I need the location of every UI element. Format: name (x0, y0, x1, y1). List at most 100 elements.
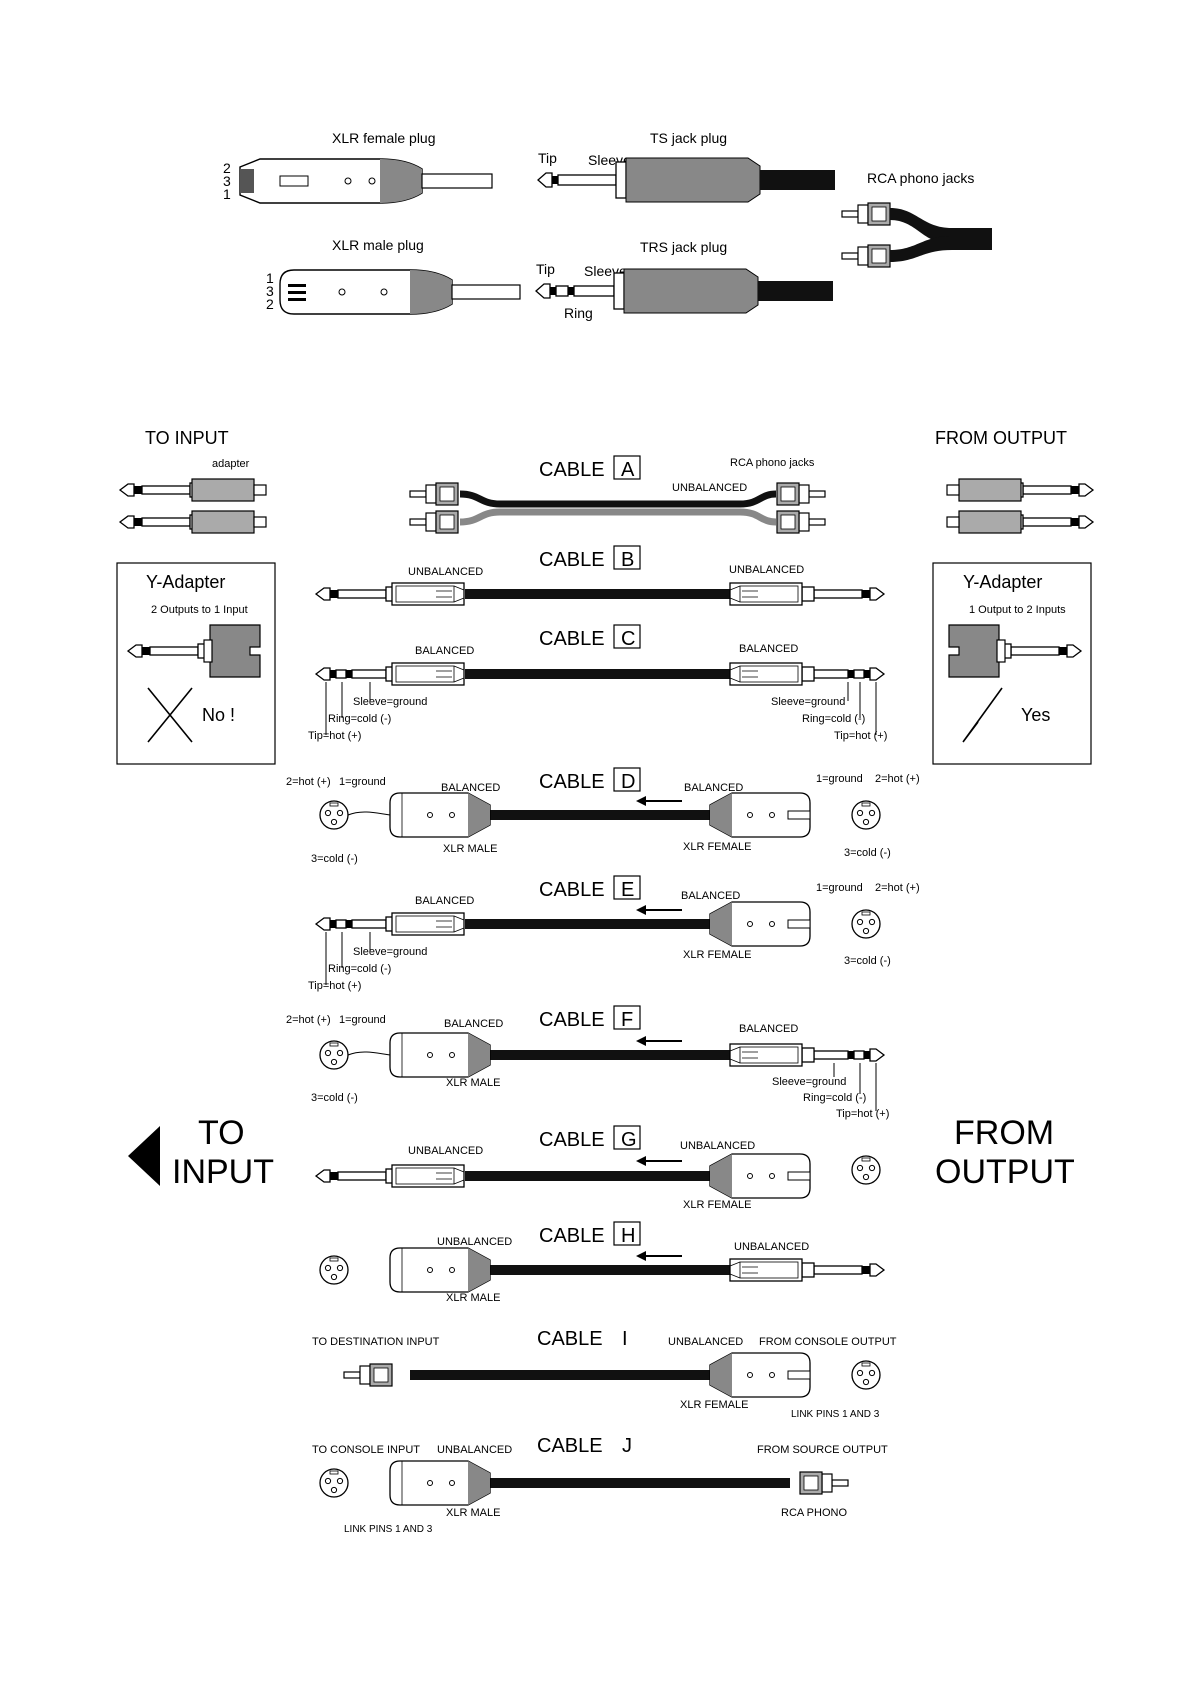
cable-f: CABLE F BALANCED BALANCED 2=hot (+) 1=gr… (286, 1005, 889, 1120)
cable-e-hot: 2=hot (+) (875, 882, 920, 894)
cable-f-male-label: XLR MALE (446, 1077, 500, 1089)
cable-d-right-label: BALANCED (684, 782, 743, 794)
check-mark-icon (962, 687, 1003, 743)
cable-j-title: CABLE (537, 1435, 603, 1457)
cable-c-left-sleeve: Sleeve=ground (353, 696, 427, 708)
cable-f-sleeve: Sleeve=ground (772, 1076, 846, 1088)
cable-h-left-label: UNBALANCED (437, 1236, 512, 1248)
cable-d-left-hot: 2=hot (+) (286, 776, 331, 788)
cable-h-letter: H (621, 1225, 635, 1247)
big-input-label: INPUT (172, 1153, 274, 1191)
cable-c-right-label: BALANCED (739, 643, 798, 655)
cable-i: CABLE I TO DESTINATION INPUT UNBALANCED … (312, 1328, 897, 1420)
cable-e-sleeve: Sleeve=ground (353, 946, 427, 958)
cable-b-letter: B (621, 549, 634, 571)
cable-f-letter: F (621, 1009, 633, 1031)
cable-c-right-ring: Ring=cold (-) (802, 713, 865, 725)
cable-c-left-label: BALANCED (415, 645, 474, 657)
legend-xlr-male: XLR male plug 1 3 2 (266, 237, 521, 315)
big-output-label: OUTPUT (935, 1153, 1075, 1191)
xlr-male-pin-3: 3 (266, 283, 274, 299)
cable-a-unbalanced-label: UNBALANCED (672, 482, 747, 494)
cable-c-left-ring: Ring=cold (-) (328, 713, 391, 725)
y-adapter-right-title: Y-Adapter (963, 572, 1042, 592)
y-adapter-right-verdict: Yes (1021, 705, 1050, 725)
cable-a-title: CABLE (539, 459, 605, 481)
cable-d-left-label: BALANCED (441, 782, 500, 794)
cable-i-destination-label: TO DESTINATION INPUT (312, 1336, 440, 1348)
cable-i-female-label: XLR FEMALE (680, 1399, 748, 1411)
cable-b: CABLE B UNBALANCED UNBALANCED (315, 545, 884, 606)
xlr-female-pin-3: 3 (223, 173, 231, 189)
cable-i-from-label: FROM CONSOLE OUTPUT (759, 1336, 897, 1348)
to-input-heading: TO INPUT (145, 428, 229, 448)
y-adapter-left-title: Y-Adapter (146, 572, 225, 592)
cable-d-left-ground: 1=ground (339, 776, 386, 788)
cable-i-letter: I (622, 1328, 628, 1350)
cable-d-title: CABLE (539, 771, 605, 793)
cable-e-ring: Ring=cold (-) (328, 963, 391, 975)
cable-f-ground: 1=ground (339, 1014, 386, 1026)
cable-c-right-tip: Tip=hot (+) (834, 730, 887, 742)
cable-i-unbalanced-label: UNBALANCED (668, 1336, 743, 1348)
cable-h-right-label: UNBALANCED (734, 1241, 809, 1253)
cable-e-left-label: BALANCED (415, 895, 474, 907)
cable-e-title: CABLE (539, 879, 605, 901)
trs-jack-label: TRS jack plug (640, 239, 727, 255)
legend-trs-jack: TRS jack plug Tip Sleeve Ring (535, 239, 833, 321)
arrow-left-icon (128, 1126, 160, 1186)
legend-xlr-female: XLR female plug 2 3 1 (223, 130, 493, 204)
cable-f-left-label: BALANCED (444, 1018, 503, 1030)
cable-j-rca-label: RCA PHONO (781, 1507, 847, 1519)
trs-ring-label: Ring (564, 305, 593, 321)
cable-c: CABLE C BALANCED BALANCED Sleeve=ground … (308, 624, 887, 742)
cable-b-title: CABLE (539, 549, 605, 571)
trs-tip-label: Tip (536, 261, 555, 277)
left-side-panel: TO INPUT adapter Y-Adapter 2 Outputs to … (116, 428, 276, 765)
y-adapter-left-subtitle: 2 Outputs to 1 Input (151, 604, 248, 616)
cable-e-right-label: BALANCED (681, 890, 740, 902)
xlr-male-pin-1: 1 (266, 270, 274, 286)
cable-d-right-cold: 3=cold (-) (844, 847, 891, 859)
cable-j: CABLE J TO CONSOLE INPUT UNBALANCED FROM… (312, 1435, 888, 1535)
xlr-female-label: XLR female plug (332, 130, 436, 146)
cable-f-hot: 2=hot (+) (286, 1014, 331, 1026)
xlr-female-pin-2: 2 (223, 160, 231, 176)
cable-a: CABLE A RCA phono jacks UNBALANCED (409, 455, 825, 534)
cable-d-male-label: XLR MALE (443, 843, 497, 855)
cable-e-ground: 1=ground (816, 882, 863, 894)
big-from-output: FROM OUTPUT (935, 1114, 1075, 1191)
cable-d-left-cold: 3=cold (-) (311, 853, 358, 865)
cable-f-ring: Ring=cold (-) (803, 1092, 866, 1104)
cable-c-letter: C (621, 628, 635, 650)
adapter-label: adapter (212, 458, 250, 470)
cable-f-left-cold: 3=cold (-) (311, 1092, 358, 1104)
cable-c-left-tip: Tip=hot (+) (308, 730, 361, 742)
right-side-panel: FROM OUTPUT Y-Adapter 1 Output to 2 Inpu… (932, 428, 1093, 765)
cable-a-letter: A (621, 459, 635, 481)
cable-f-right-label: BALANCED (739, 1023, 798, 1035)
cable-a-rca-label: RCA phono jacks (730, 457, 815, 469)
legend-rca-jacks: RCA phono jacks (841, 170, 992, 268)
big-to-input: TO INPUT (128, 1114, 274, 1191)
cable-e-tip: Tip=hot (+) (308, 980, 361, 992)
cable-j-link-label: LINK PINS 1 AND 3 (344, 1524, 433, 1535)
cable-g-title: CABLE (539, 1129, 605, 1151)
cable-f-tip: Tip=hot (+) (836, 1108, 889, 1120)
ts-jack-label: TS jack plug (650, 130, 727, 146)
from-output-heading: FROM OUTPUT (935, 428, 1067, 448)
cable-b-left-label: UNBALANCED (408, 566, 483, 578)
cable-h: CABLE H UNBALANCED UNBALANCED XLR MALE (319, 1221, 884, 1304)
cable-c-right-sleeve: Sleeve=ground (771, 696, 845, 708)
legend-ts-jack: TS jack plug Tip Sleeve (537, 130, 835, 203)
cable-e-letter: E (621, 879, 634, 901)
xlr-female-pin-1: 1 (223, 186, 231, 202)
cable-j-unbalanced-label: UNBALANCED (437, 1444, 512, 1456)
cable-j-male-label: XLR MALE (446, 1507, 500, 1519)
y-adapter-right-subtitle: 1 Output to 2 Inputs (969, 604, 1066, 616)
cable-d-right-hot: 2=hot (+) (875, 773, 920, 785)
xlr-male-pin-2: 2 (266, 296, 274, 312)
cable-d-letter: D (621, 771, 635, 793)
cable-g-female-label: XLR FEMALE (683, 1199, 751, 1211)
